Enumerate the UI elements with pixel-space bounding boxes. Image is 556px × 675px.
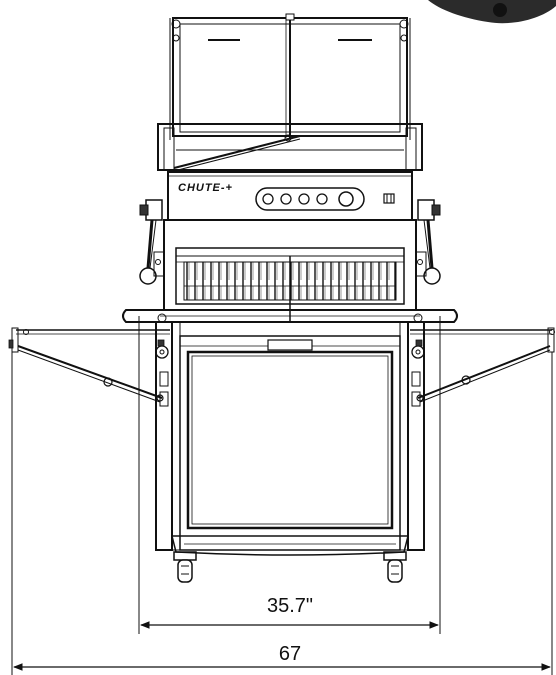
right-side-handle xyxy=(415,199,441,285)
left-leg xyxy=(155,321,181,551)
inner-width-label: 35.7" xyxy=(267,595,313,617)
corner-accessory-shape xyxy=(428,0,556,24)
left-caster xyxy=(173,551,197,583)
panel-button-1 xyxy=(262,193,274,205)
left-side-handle xyxy=(139,199,165,285)
overall-width-label: 67 xyxy=(279,643,301,665)
right-side-arm xyxy=(410,327,555,403)
right-leg xyxy=(399,321,425,551)
control-panel xyxy=(167,171,413,221)
front-tray xyxy=(122,309,458,323)
lower-cabinet xyxy=(171,335,409,556)
panel-button-3 xyxy=(298,193,310,205)
top-chute-hopper xyxy=(169,13,411,140)
panel-button-2 xyxy=(280,193,292,205)
brand-label: CHUTE-+ xyxy=(178,182,233,194)
right-caster xyxy=(383,551,407,583)
dimension-35-7-line xyxy=(138,316,441,634)
panel-button-4 xyxy=(316,193,328,205)
panel-main-knob xyxy=(338,191,354,207)
left-side-arm xyxy=(8,327,170,403)
dimension-67-line xyxy=(11,352,553,675)
upper-frame xyxy=(157,123,423,172)
panel-switch-icon xyxy=(383,193,395,204)
